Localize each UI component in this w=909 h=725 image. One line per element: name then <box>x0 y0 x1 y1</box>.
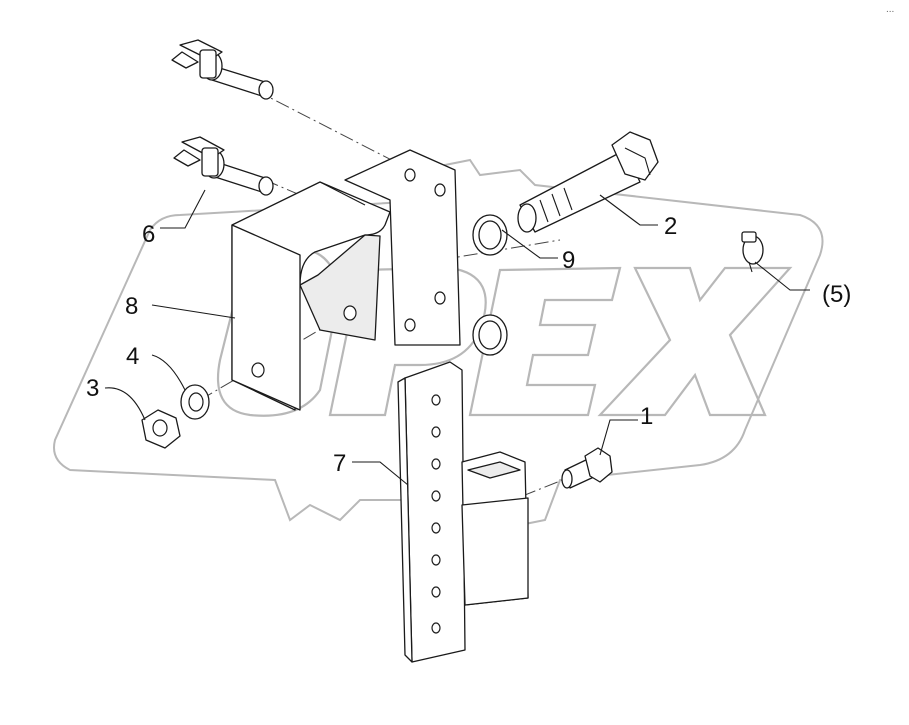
leader-6 <box>160 189 206 229</box>
hex-nut <box>141 409 181 449</box>
hex-bolt-long <box>517 131 659 233</box>
washer <box>180 384 210 420</box>
callout-labels: 1 2 3 4 (5) 6 7 8 9 ... <box>86 4 894 477</box>
corner-mark: ... <box>886 4 894 15</box>
leader-1 <box>599 419 638 456</box>
leader-5 <box>754 261 810 291</box>
leader-3 <box>104 387 146 421</box>
leader-4 <box>151 354 186 391</box>
leader-9 <box>501 229 558 259</box>
lynch-pin <box>741 231 764 273</box>
callout-1: 1 <box>640 403 653 430</box>
callout-4: 4 <box>126 343 139 370</box>
leader-8 <box>151 304 236 319</box>
drawbar-holes <box>431 394 441 634</box>
callout-5: (5) <box>822 281 851 308</box>
retaining-ring-lower <box>472 314 508 356</box>
leader-7 <box>352 461 409 486</box>
retaining-ring-upper <box>472 214 508 256</box>
callout-2: 2 <box>664 213 677 240</box>
clevis-pin-upper <box>171 39 274 100</box>
callout-6: 6 <box>142 221 155 248</box>
callout-8: 8 <box>125 293 138 320</box>
callout-3: 3 <box>86 375 99 402</box>
watermark-outline <box>53 158 824 527</box>
callout-leader-lines <box>104 189 810 486</box>
leader-2 <box>599 194 658 226</box>
watermark-letter-e <box>468 266 622 417</box>
clevis-pin-lower <box>173 136 274 196</box>
callout-9: 9 <box>562 247 575 274</box>
callout-7: 7 <box>333 450 346 477</box>
hitch-drawbar <box>397 361 529 663</box>
watermark-letter-x <box>597 266 793 417</box>
hex-bolt-short <box>561 447 613 489</box>
mounting-bracket <box>231 149 461 411</box>
